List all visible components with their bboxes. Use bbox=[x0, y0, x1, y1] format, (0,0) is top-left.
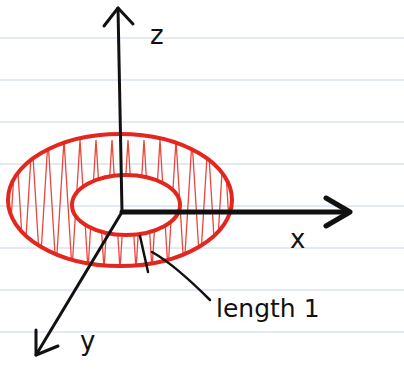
axes bbox=[36, 8, 350, 355]
notebook-lines bbox=[0, 38, 404, 332]
axis-label: y bbox=[80, 328, 95, 354]
axis-label: z bbox=[150, 22, 164, 48]
dimension-label: length 1 bbox=[216, 296, 320, 321]
axis-label: x bbox=[290, 226, 305, 252]
length-marker bbox=[140, 236, 210, 300]
